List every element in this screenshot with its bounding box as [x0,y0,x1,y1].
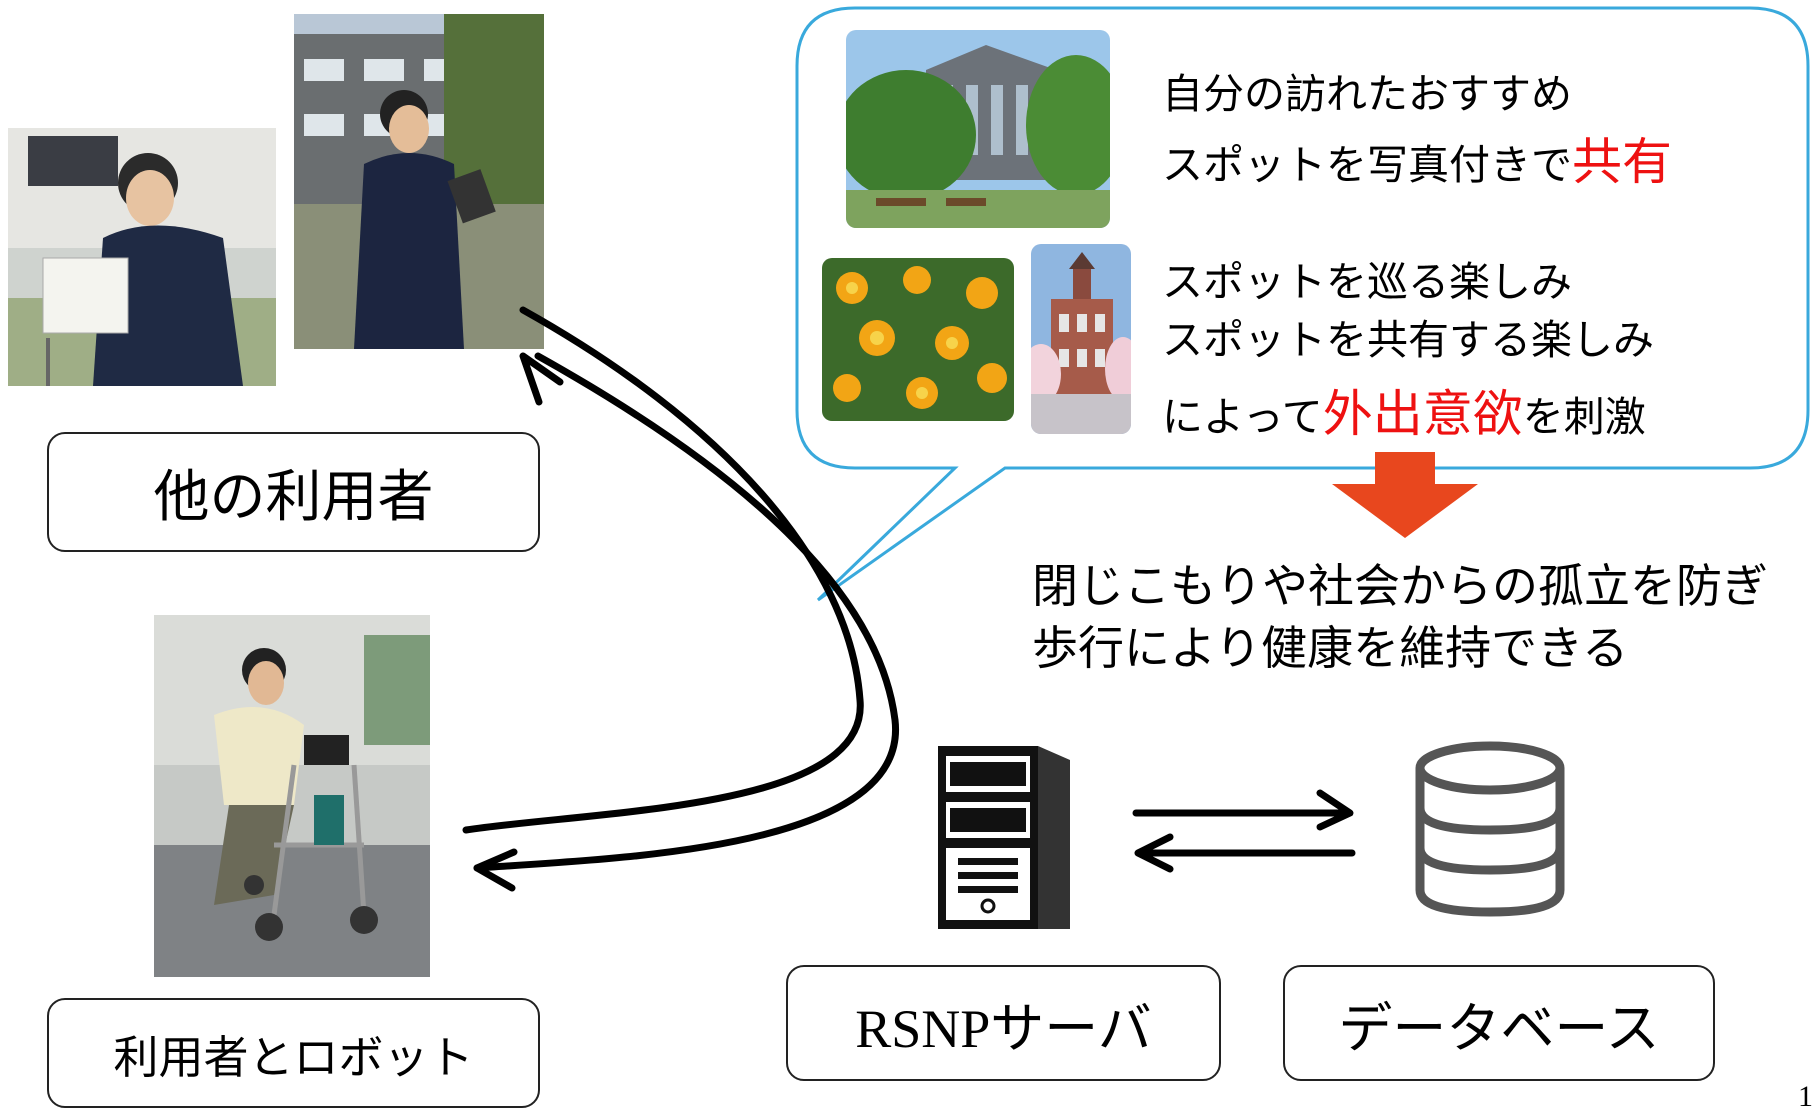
bubble-line-5-prefix: によって [1162,393,1323,441]
bubble-line-4: スポットを共有する楽しみ [1162,316,1654,365]
database-label-box: データベース [1283,965,1715,1081]
bubble-line-1-text: 自分の訪れたおすすめ [1162,70,1572,118]
bubble-line-3-text: スポットを巡る楽しみ [1162,258,1572,306]
photo-user-with-laptop [8,128,276,386]
user-robot-label-box: 利用者とロボット [47,998,540,1108]
user-robot-label: 利用者とロボット [113,1030,474,1084]
other-users-label-box: 他の利用者 [47,432,540,552]
bubble-line-3: スポットを巡る楽しみ [1162,258,1572,307]
exchange-arrows-icon [1132,789,1356,873]
server-label-box: RSNPサーバ [786,965,1221,1081]
motivation-highlight: 外出意欲 [1322,385,1523,443]
server-icon [938,746,1070,929]
bubble-line-5: によって外出意欲を刺激 [1162,384,1646,444]
photo-historic-building [1031,244,1131,434]
photo-user-with-tablet [294,14,544,349]
server-label: RSNPサーバ [855,998,1152,1059]
result-line-2: 歩行により健康を維持できる [1032,621,1629,675]
bubble-line-2-text: スポットを写真付きで [1162,141,1572,189]
other-users-label: 他の利用者 [153,464,434,530]
database-icon [1415,741,1565,917]
bubble-line-1: 自分の訪れたおすすめ [1162,70,1572,119]
bubble-line-4-text: スポットを共有する楽しみ [1162,316,1654,364]
bubble-line-2: スポットを写真付きで共有 [1162,132,1672,192]
page-number: 1 [1798,1080,1813,1113]
result-line-1: 閉じこもりや社会からの孤立を防ぎ [1032,559,1768,613]
share-highlight: 共有 [1572,133,1672,191]
bubble-line-5-suffix: を刺激 [1522,393,1646,441]
database-label: データベース [1338,996,1660,1060]
down-arrow-icon [1332,452,1478,538]
photo-campus-building [846,30,1110,228]
photo-safflower [822,258,1014,421]
photo-user-with-robot [154,615,430,977]
